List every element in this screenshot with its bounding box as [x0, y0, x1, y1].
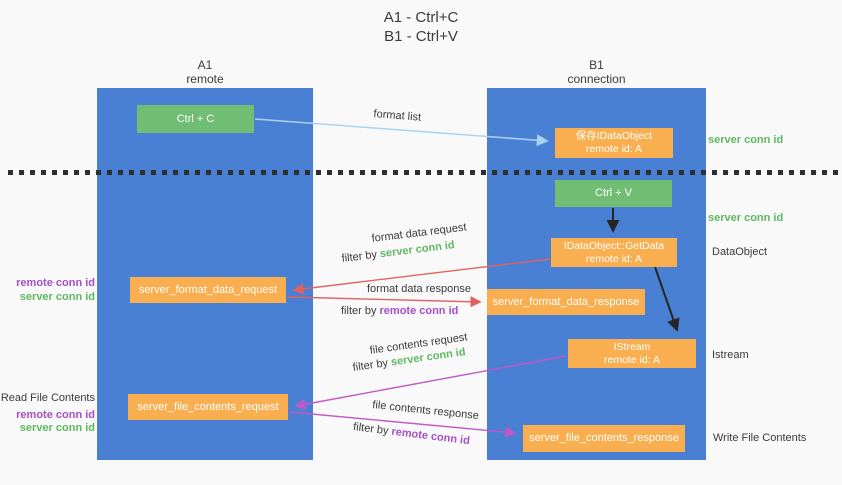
title-line-1: A1 - Ctrl+C: [383, 9, 459, 26]
arrow-format-request-to-response: [287, 296, 482, 308]
right-label-dataobject: DataObject: [712, 246, 768, 258]
column-a1-name: A1: [197, 58, 213, 72]
column-header-b1: B1 connection: [487, 58, 706, 86]
box-ctrl-v-label: Ctrl + V: [595, 187, 632, 199]
box-ctrl-c: Ctrl + C: [137, 105, 254, 133]
right-label-server-conn-id-top: server conn id: [708, 134, 784, 146]
annotation-filter-by-remote-conn-id-2: filter by remote conn id: [352, 421, 471, 448]
box-ctrl-v: Ctrl + V: [555, 180, 672, 207]
box-server-file-contents-request: server_file_contents_request: [128, 394, 288, 420]
box-ctrl-c-label: Ctrl + C: [176, 112, 215, 125]
box-file-request-label: server_file_contents_request: [137, 400, 279, 413]
annotation-file-contents-response: file contents response: [371, 399, 480, 423]
box-istream: IStream remote id: A: [568, 339, 696, 368]
box-istream-line2: remote id: A: [603, 353, 661, 366]
diagram-title: A1 - Ctrl+C B1 - Ctrl+V: [0, 8, 842, 46]
box-save-idataobject-line1: 保存IDataObject: [575, 130, 653, 142]
column-header-a1: A1 remote: [97, 58, 313, 86]
box-getdata-line2: remote id: A: [585, 252, 643, 265]
annotation-filter-by-server-conn-id-1: filter by server conn id: [341, 239, 455, 266]
box-server-format-data-request: server_format_data_request: [130, 277, 286, 303]
left-label-remote-conn-id-2: remote conn id: [16, 409, 95, 421]
right-label-server-conn-id-mid: server conn id: [708, 212, 784, 224]
box-server-format-data-response: server_format_data_response: [487, 289, 645, 315]
column-a1-subtitle: remote: [186, 72, 224, 86]
box-idataobject-getdata: IDataObject::GetData remote id: A: [551, 238, 677, 267]
left-label-read-file-contents: Read File Contents: [0, 392, 95, 404]
filter-by-text: filter by: [341, 305, 380, 317]
column-b1-name: B1: [589, 58, 604, 72]
left-label-server-conn-id-1: server conn id: [19, 291, 95, 303]
box-save-idataobject: 保存IDataObject remote id: A: [555, 128, 673, 158]
title-line-2: B1 - Ctrl+V: [384, 28, 458, 45]
box-file-response-label: server_file_contents_response: [529, 432, 679, 444]
left-label-server-conn-id-2: server conn id: [19, 422, 95, 434]
box-format-request-label: server_format_data_request: [138, 283, 278, 296]
box-server-file-contents-response: server_file_contents_response: [523, 425, 685, 452]
annotation-format-data-response: format data response: [367, 283, 471, 295]
annotation-filter-by-remote-conn-id-1: filter by remote conn id: [341, 305, 458, 318]
right-label-istream: Istream: [712, 349, 749, 361]
box-istream-line1: IStream: [613, 340, 651, 353]
remote-conn-id-text: remote conn id: [390, 425, 471, 448]
filter-by-text: filter by: [352, 356, 392, 374]
column-b1-subtitle: connection: [567, 72, 626, 86]
filter-by-text: filter by: [352, 421, 393, 438]
box-getdata-line1: IDataObject::GetData: [563, 239, 665, 252]
remote-conn-id-text: remote conn id: [379, 305, 459, 317]
filter-by-text: filter by: [341, 248, 381, 265]
dotted-divider: [8, 170, 838, 175]
right-label-write-file-contents: Write File Contents: [713, 432, 807, 444]
left-label-remote-conn-id-1: remote conn id: [16, 277, 95, 289]
box-save-idataobject-line2: remote id: A: [585, 143, 643, 155]
box-format-response-label: server_format_data_response: [492, 295, 640, 308]
annotation-format-list: format list: [373, 108, 422, 124]
